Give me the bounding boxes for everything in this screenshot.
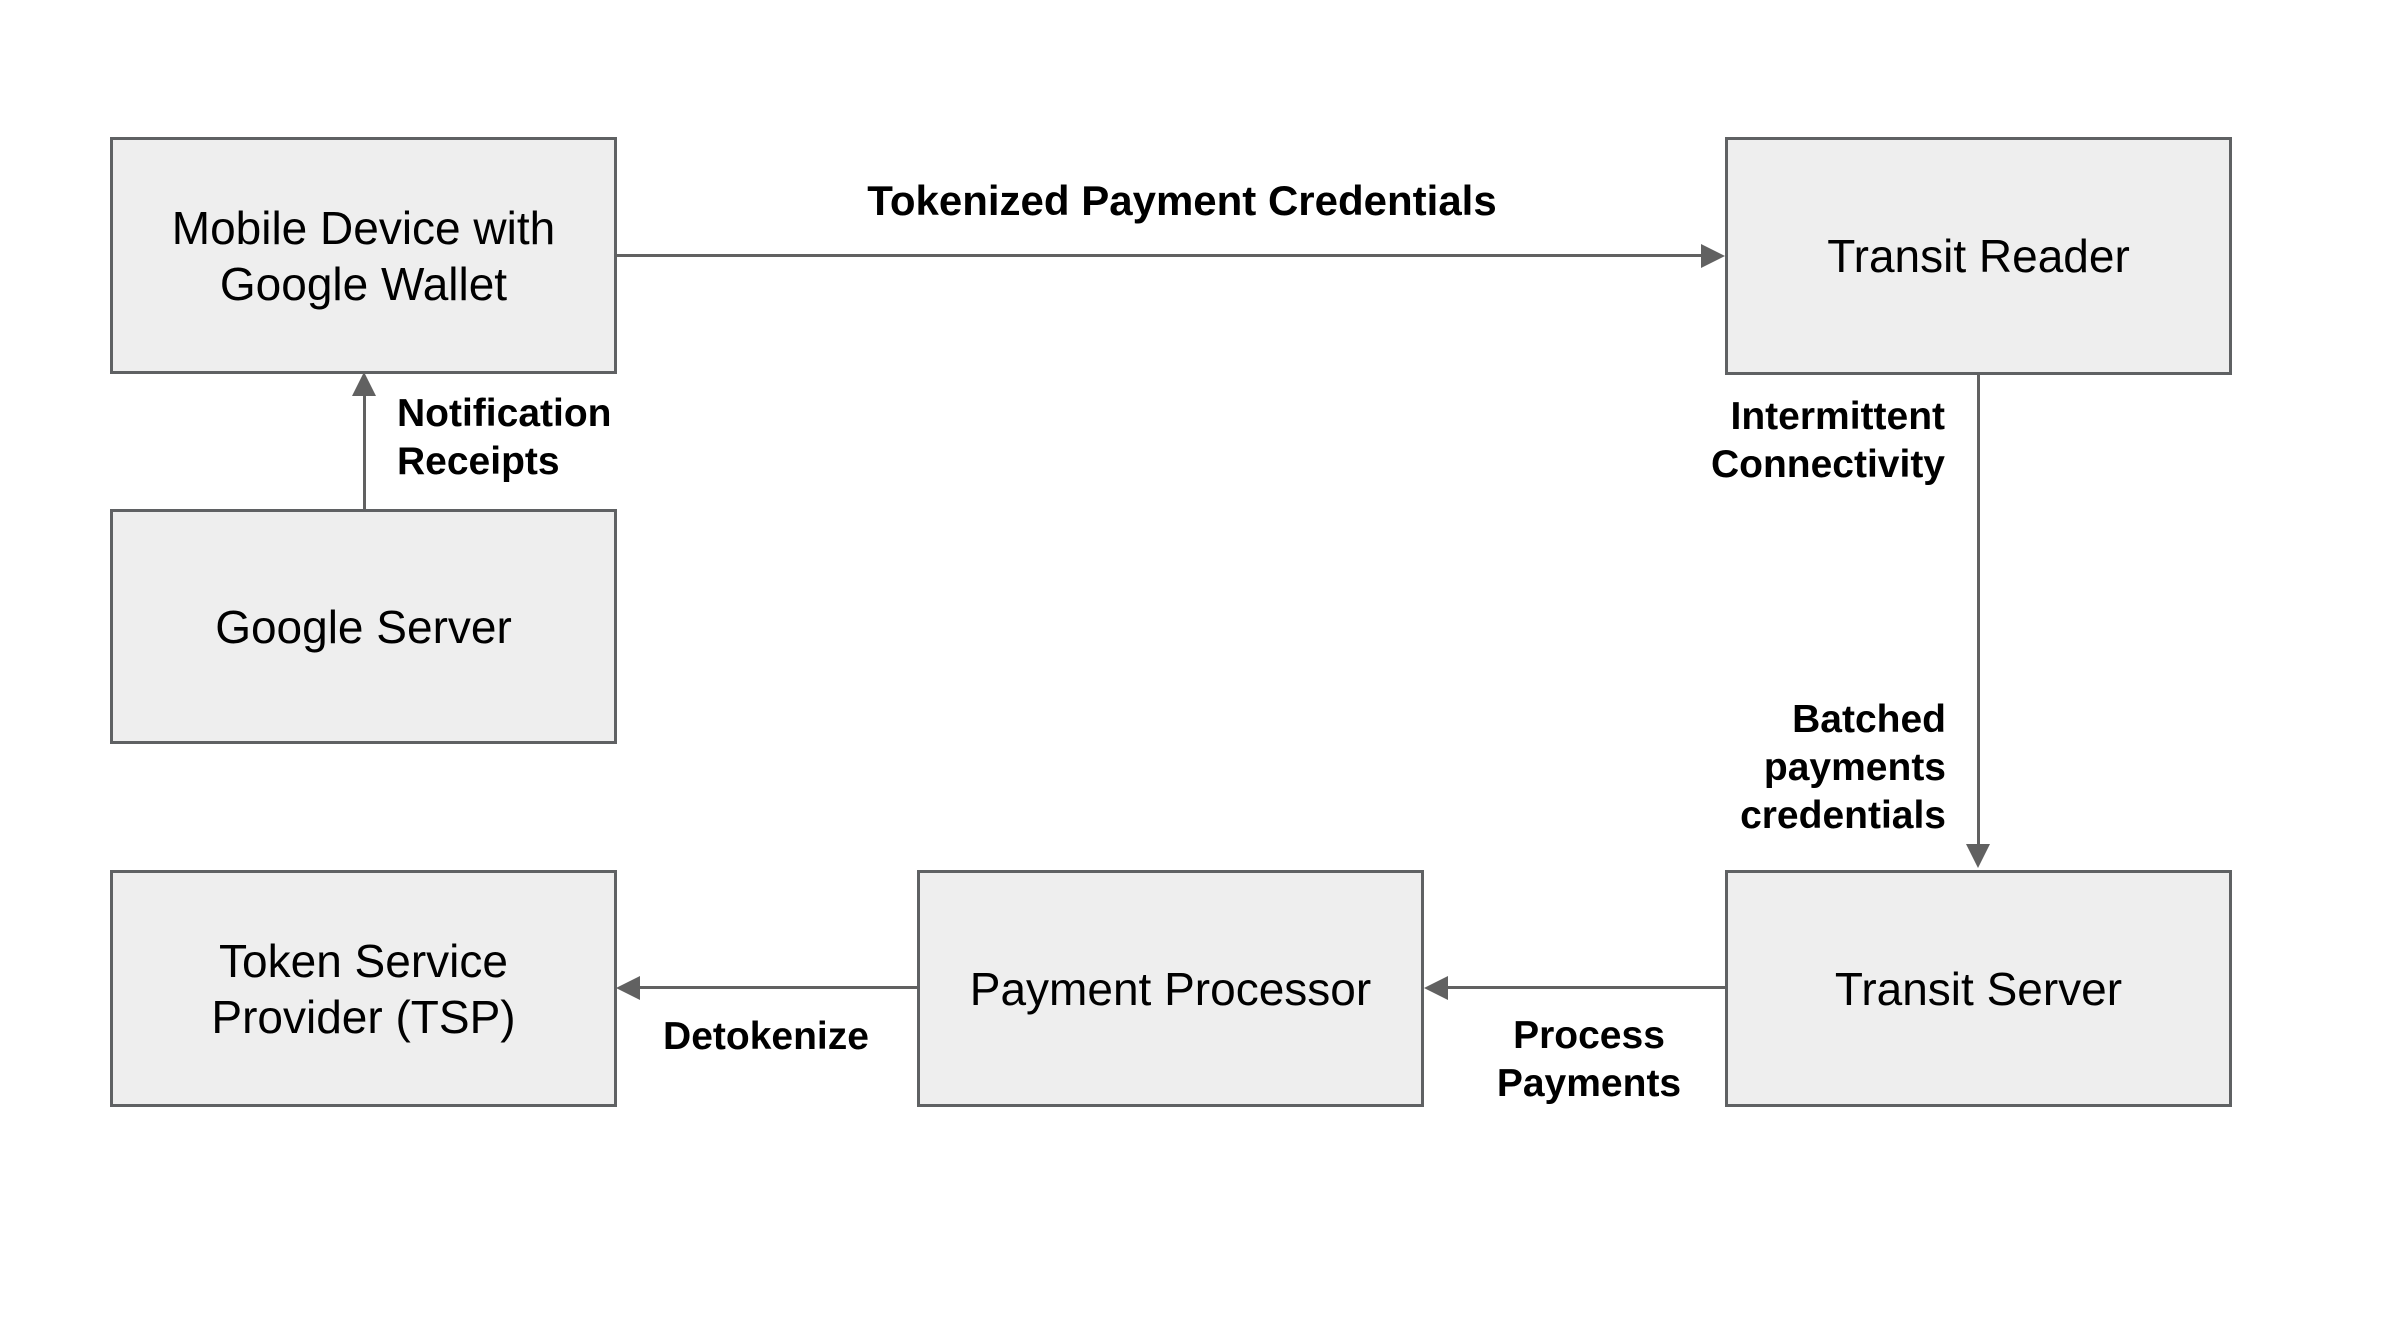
- node-google-server-label: Google Server: [215, 600, 512, 653]
- edge-label-intermittent-connectivity: Intermittent Connectivity: [1710, 395, 1945, 486]
- connector-tokenized-arrowhead: [1701, 244, 1725, 268]
- edge-label-notification-receipts: Notification Receipts: [397, 392, 612, 483]
- connector-connectivity-arrowhead: [1966, 844, 1990, 868]
- edge-label-detokenize: Detokenize: [663, 1015, 869, 1058]
- node-token-service-provider-label: Token Service Provider (TSP): [211, 934, 516, 1043]
- connector-notification-line: [363, 380, 366, 509]
- edge-label-tokenized-payment-credentials: Tokenized Payment Credentials: [867, 177, 1497, 224]
- node-token-service-provider: Token Service Provider (TSP): [110, 870, 617, 1107]
- node-transit-server: Transit Server: [1725, 870, 2232, 1107]
- edge-label-batched-payments-credentials: Batched payments credentials: [1740, 698, 1946, 837]
- connector-process-payments-line: [1446, 986, 1725, 989]
- node-transit-server-label: Transit Server: [1834, 962, 2123, 1015]
- node-mobile-device-label: Mobile Device with Google Wallet: [171, 201, 556, 310]
- connector-connectivity-line: [1977, 375, 1980, 848]
- node-payment-processor: Payment Processor: [917, 870, 1424, 1107]
- connector-notification-arrowhead: [352, 372, 376, 396]
- connector-process-payments-arrowhead: [1424, 976, 1448, 1000]
- connector-tokenized-line: [617, 254, 1703, 257]
- node-payment-processor-label: Payment Processor: [969, 962, 1372, 1015]
- connector-detokenize-line: [638, 986, 917, 989]
- node-transit-reader-label: Transit Reader: [1827, 230, 2130, 282]
- connector-detokenize-arrowhead: [616, 976, 640, 1000]
- node-mobile-device: Mobile Device with Google Wallet: [110, 137, 617, 374]
- node-transit-reader: Transit Reader: [1725, 137, 2232, 375]
- node-google-server: Google Server: [110, 509, 617, 744]
